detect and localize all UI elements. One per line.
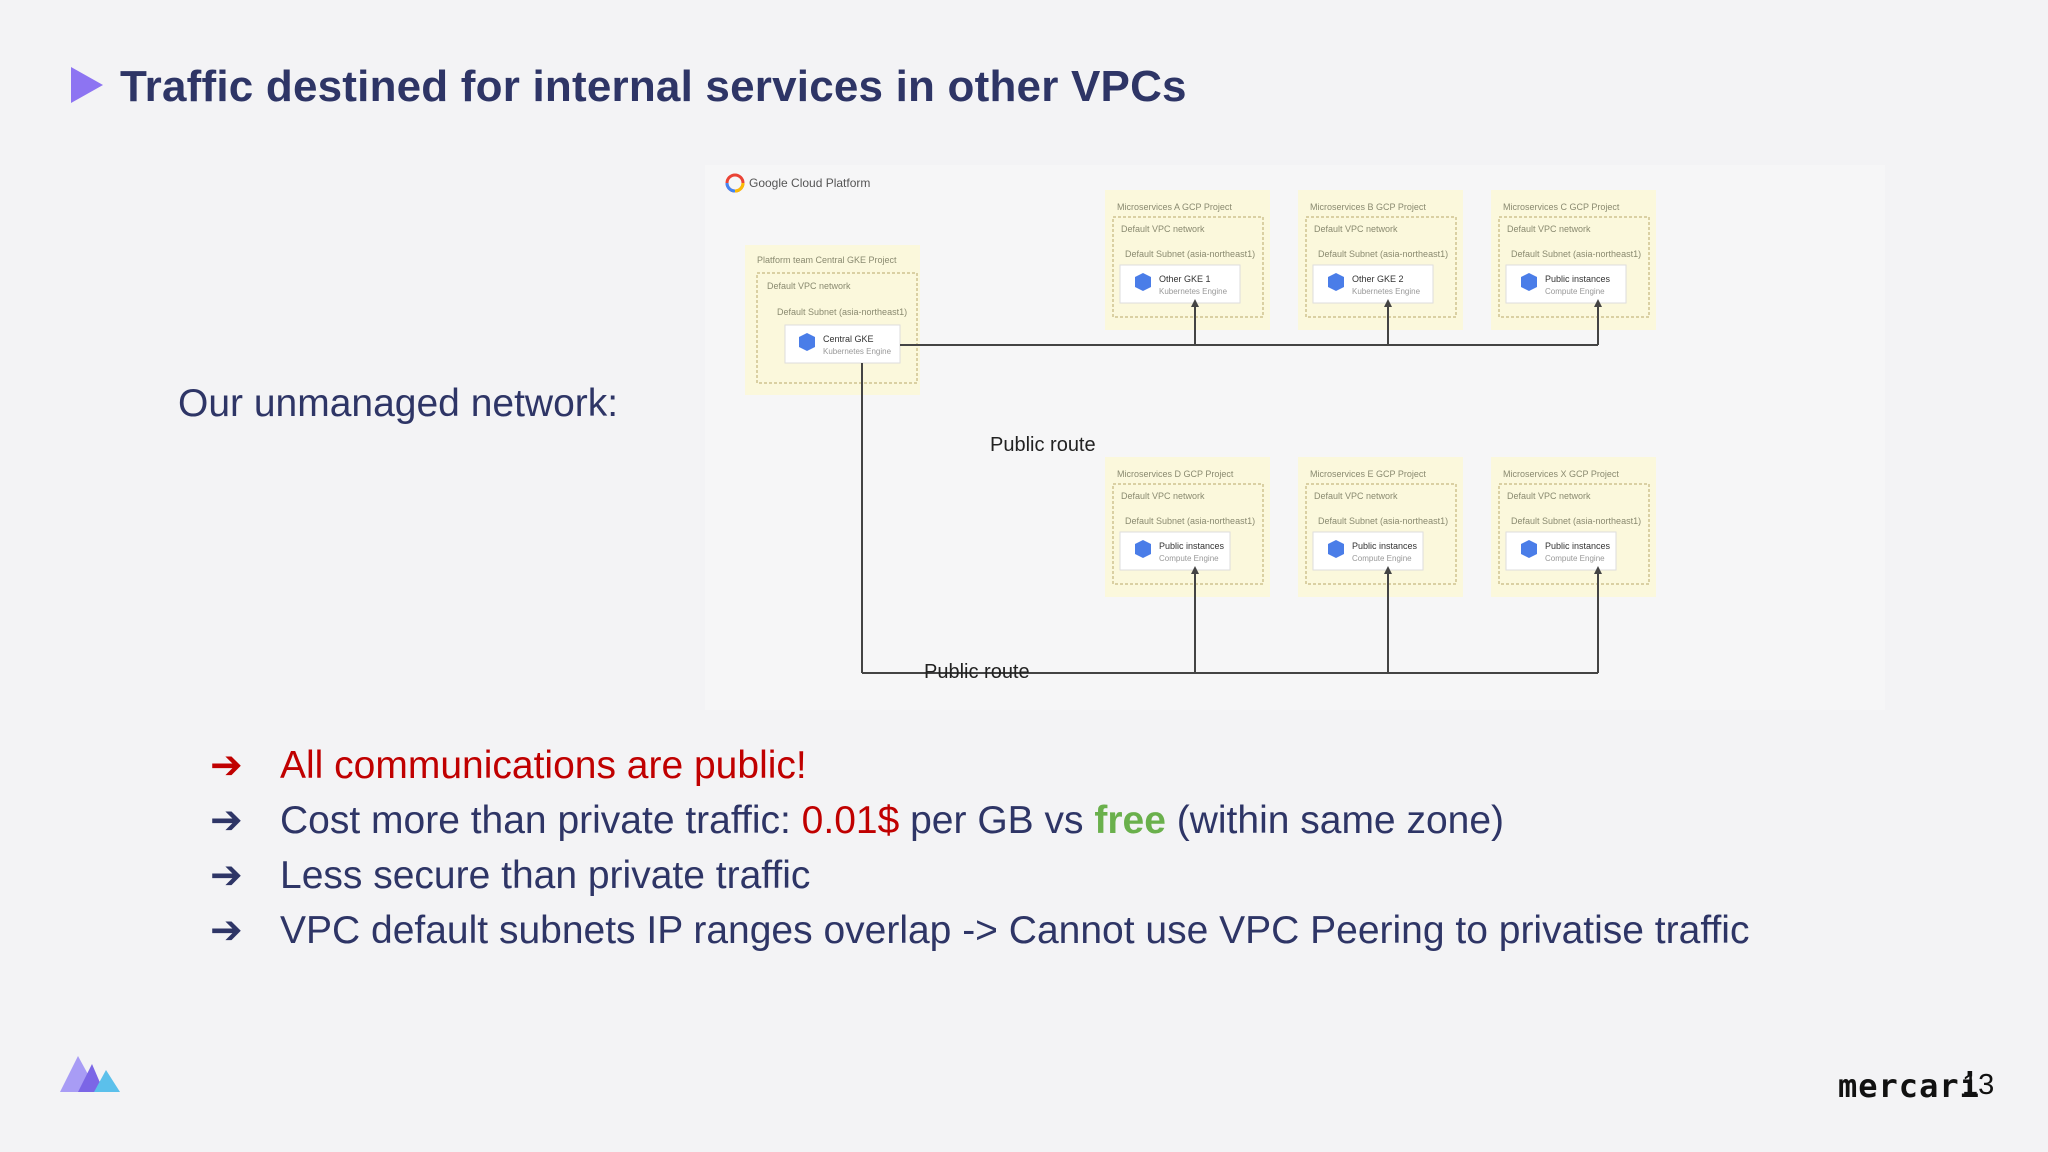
service-type: Compute Engine — [1159, 554, 1219, 563]
arrow-right-icon: ➔ — [210, 854, 243, 897]
project-network: Default VPC network — [1121, 491, 1205, 501]
page-number: 13 — [1962, 1069, 1995, 1101]
compute-engine-icon — [1521, 540, 1537, 558]
bullet-text: Less secure than private traffic — [280, 854, 811, 897]
service-type: Compute Engine — [1545, 554, 1605, 563]
service-name: Public instances — [1352, 541, 1418, 551]
bullet-item: ➔ VPC default subnets IP ranges overlap -… — [210, 903, 1749, 958]
bullet-text: per GB vs — [899, 799, 1095, 842]
project-network: Default VPC network — [1314, 491, 1398, 501]
project-title: Microservices D GCP Project — [1117, 469, 1234, 479]
arrow-right-icon: ➔ — [210, 799, 243, 842]
project-network: Default VPC network — [1507, 224, 1591, 234]
gcp-label: Google Cloud Platform — [749, 176, 870, 190]
central-project: Platform team Central GKE Project Defaul… — [745, 245, 920, 395]
kubernetes-engine-icon — [799, 333, 815, 351]
play-triangle-icon — [71, 67, 103, 103]
central-project-title: Platform team Central GKE Project — [757, 255, 897, 265]
project-bottom-2: Microservices X GCP Project Default VPC … — [1491, 457, 1656, 597]
central-subnet: Default Subnet (asia-northeast1) — [777, 307, 907, 317]
bullet-text: Cost more than private traffic: — [280, 799, 802, 842]
bullet-list: ➔ All communications are public! ➔ Cost mo… — [210, 738, 1749, 958]
network-label: Our unmanaged network: — [178, 382, 619, 425]
project-subnet: Default Subnet (asia-northeast1) — [1125, 249, 1255, 259]
slide-title: Traffic destined for internal services i… — [120, 62, 1187, 111]
project-subnet: Default Subnet (asia-northeast1) — [1318, 516, 1448, 526]
route-label-bottom: Public route — [924, 661, 1030, 683]
network-diagram: Google Cloud Platform Platform team Cent… — [705, 165, 1885, 710]
arrow-right-icon: ➔ — [210, 744, 243, 787]
project-subnet: Default Subnet (asia-northeast1) — [1318, 249, 1448, 259]
compute-engine-icon — [1521, 273, 1537, 291]
price-text: 0.01$ — [801, 799, 900, 842]
arrow-right-icon: ➔ — [210, 909, 243, 952]
project-subnet: Default Subnet (asia-northeast1) — [1125, 516, 1255, 526]
compute-engine-icon — [1328, 540, 1344, 558]
service-name: Other GKE 1 — [1159, 274, 1211, 284]
kubernetes-engine-icon — [1328, 273, 1344, 291]
project-title: Microservices E GCP Project — [1310, 469, 1426, 479]
service-type: Kubernetes Engine — [1352, 287, 1421, 296]
route-lines — [861, 305, 1599, 674]
bullet-text: (within same zone) — [1165, 799, 1505, 842]
service-name: Public instances — [1159, 541, 1225, 551]
service-type: Kubernetes Engine — [1159, 287, 1228, 296]
central-network: Default VPC network — [767, 281, 851, 291]
project-top-1: Microservices B GCP Project Default VPC … — [1298, 190, 1463, 330]
route-label-top: Public route — [990, 434, 1096, 456]
project-bottom-1: Microservices E GCP Project Default VPC … — [1298, 457, 1463, 597]
project-title: Microservices C GCP Project — [1503, 202, 1620, 212]
project-network: Default VPC network — [1121, 224, 1205, 234]
mercari-logo-icon — [60, 1056, 120, 1092]
project-bottom-0: Microservices D GCP Project Default VPC … — [1105, 457, 1270, 597]
project-subnet: Default Subnet (asia-northeast1) — [1511, 249, 1641, 259]
bullet-item: ➔ Cost more than private traffic: 0.01$ p… — [210, 793, 1749, 848]
gcp-logo-icon — [725, 173, 745, 193]
central-service-type: Kubernetes Engine — [823, 347, 892, 356]
free-text: free — [1094, 799, 1166, 842]
project-title: Microservices X GCP Project — [1503, 469, 1619, 479]
bullet-text: All communications are public! — [280, 744, 807, 787]
bullet-text: VPC default subnets IP ranges overlap ->… — [280, 909, 1750, 952]
project-network: Default VPC network — [1507, 491, 1591, 501]
project-title: Microservices A GCP Project — [1117, 202, 1232, 212]
service-name: Other GKE 2 — [1352, 274, 1404, 284]
project-top-0: Microservices A GCP Project Default VPC … — [1105, 190, 1270, 330]
compute-engine-icon — [1135, 540, 1151, 558]
central-service-name: Central GKE — [823, 334, 874, 344]
project-title: Microservices B GCP Project — [1310, 202, 1426, 212]
service-type: Compute Engine — [1545, 287, 1605, 296]
project-top-2: Microservices C GCP Project Default VPC … — [1491, 190, 1656, 330]
service-name: Public instances — [1545, 274, 1611, 284]
bullet-item: ➔ All communications are public! — [210, 738, 1749, 793]
service-type: Compute Engine — [1352, 554, 1412, 563]
brand-wordmark: mercari — [1838, 1067, 1980, 1105]
project-network: Default VPC network — [1314, 224, 1398, 234]
route-arrowheads — [1191, 299, 1602, 574]
bullet-item: ➔ Less secure than private traffic — [210, 848, 1749, 903]
kubernetes-engine-icon — [1135, 273, 1151, 291]
service-name: Public instances — [1545, 541, 1611, 551]
project-subnet: Default Subnet (asia-northeast1) — [1511, 516, 1641, 526]
